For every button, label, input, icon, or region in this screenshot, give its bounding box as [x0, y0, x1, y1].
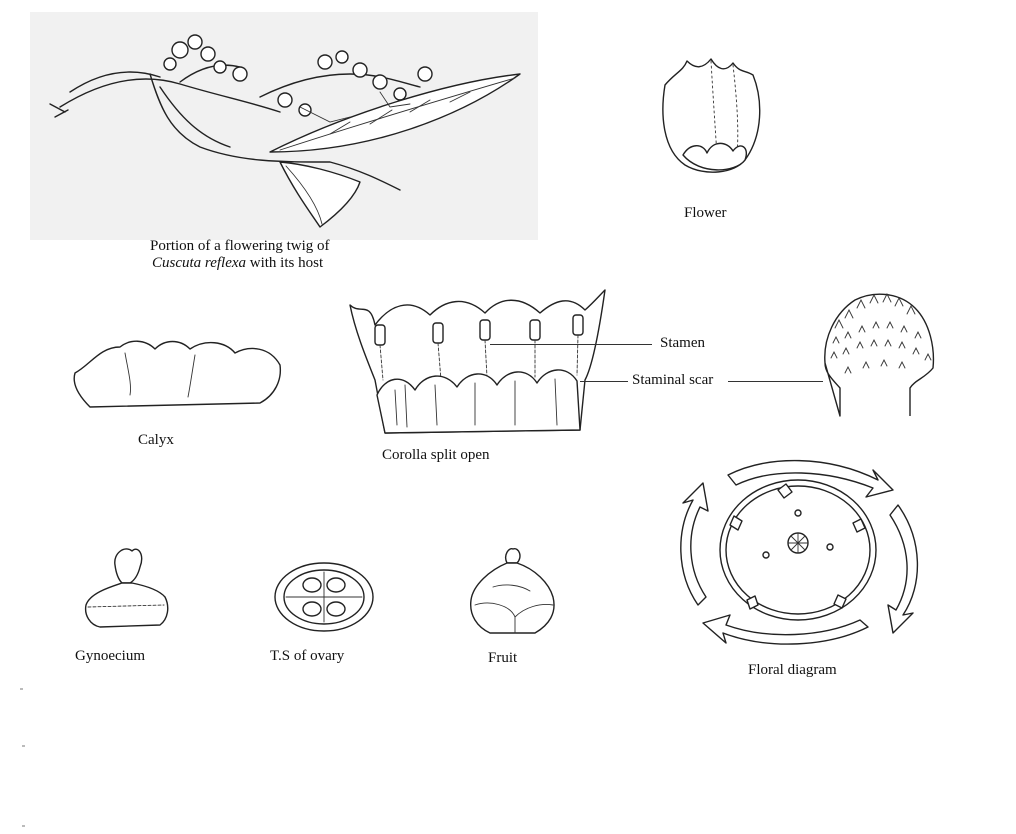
- twig-caption-rest: with its host: [246, 255, 323, 271]
- floral-diagram-illustration: [668, 455, 928, 650]
- gynoecium-illustration: [80, 545, 175, 635]
- scan-speck: [22, 745, 25, 747]
- staminal-scar-label: Staminal scar: [632, 372, 713, 389]
- flower-illustration: [645, 55, 775, 180]
- stamen-label: Stamen: [660, 335, 705, 352]
- floral-diagram-caption: Floral diagram: [748, 662, 837, 679]
- corolla-illustration: [345, 285, 610, 440]
- ts-ovary-illustration: [272, 560, 377, 635]
- calyx-caption: Calyx: [138, 432, 174, 449]
- fruit-caption: Fruit: [488, 650, 517, 667]
- scan-speck: [20, 688, 23, 690]
- calyx-illustration: [70, 335, 290, 415]
- staminal-scar-leader-line-right: [728, 381, 823, 382]
- scan-speck: [22, 825, 25, 827]
- staminal-scar-detail: [815, 288, 940, 418]
- ts-ovary-caption: T.S of ovary: [270, 648, 344, 665]
- stamen-leader-line: [490, 344, 652, 345]
- twig-caption-line2: Cuscuta reflexa with its host: [152, 255, 323, 272]
- twig-illustration: [30, 12, 538, 240]
- fruit-illustration: [465, 545, 560, 640]
- corolla-caption: Corolla split open: [382, 447, 490, 464]
- twig-caption-line1: Portion of a flowering twig of: [150, 238, 330, 255]
- gynoecium-caption: Gynoecium: [75, 648, 145, 665]
- staminal-scar-leader-line: [580, 381, 628, 382]
- flower-caption: Flower: [684, 205, 727, 222]
- species-name: Cuscuta reflexa: [152, 255, 246, 271]
